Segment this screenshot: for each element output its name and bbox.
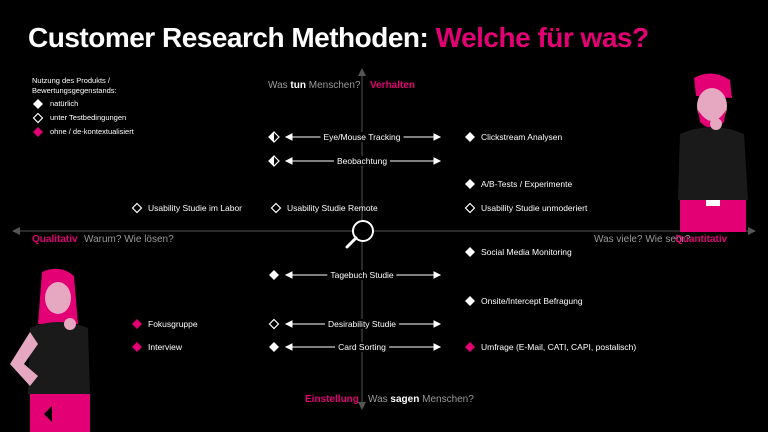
axis-right-label: Quantitativ	[675, 234, 728, 245]
method-label: Interview	[148, 342, 183, 352]
man-illustration	[678, 73, 748, 232]
method-onsite: Onsite/Intercept Befragung	[464, 295, 583, 307]
method-fokusgruppe: Fokusgruppe	[131, 318, 198, 330]
diamond-pink-icon	[132, 342, 142, 352]
legend-item-test: unter Testbedingungen	[32, 112, 142, 124]
axis-right-question: Was viele? Wie sehr?	[594, 234, 691, 245]
method-label: A/B-Tests / Experimente	[481, 179, 573, 189]
page-title: Customer Research Methoden: Welche für w…	[28, 22, 649, 54]
diamond-filled-icon	[465, 179, 475, 189]
diamond-filled-icon	[33, 99, 43, 109]
method-usability-remote: Usability Studie Remote	[270, 202, 378, 214]
method-interview: Interview	[131, 341, 182, 353]
diamond-outline-icon	[270, 202, 282, 214]
method-label: Fokusgruppe	[148, 319, 198, 329]
diamond-outline-icon	[464, 202, 476, 214]
legend: Nutzung des Produkts / Bewertungsgegenst…	[32, 76, 142, 138]
title-main: Customer Research Methoden:	[28, 22, 429, 53]
method-usability-labor: Usability Studie im Labor	[131, 202, 242, 214]
method-social-media: Social Media Monitoring	[464, 246, 572, 258]
axis-top-question: Was tun Menschen?	[268, 80, 361, 91]
method-beobachtung: Beobachtung	[333, 156, 391, 166]
diamond-filled-icon	[465, 247, 475, 257]
method-usability-unmoderiert: Usability Studie unmoderiert	[464, 202, 587, 214]
method-desirability: Desirability Studie	[324, 319, 400, 329]
diamond-filled-icon	[465, 296, 475, 306]
legend-item-decontext: ohne / de-kontextualisiert	[32, 126, 142, 138]
method-ab-tests: A/B-Tests / Experimente	[464, 178, 572, 190]
diamond-half-icon	[268, 131, 280, 143]
diamond-pink-icon	[33, 127, 43, 137]
diamond-pink-icon	[132, 319, 142, 329]
method-label: Umfrage (E-Mail, CATI, CAPI, postalisch)	[481, 342, 637, 352]
diamond-filled-icon	[269, 270, 279, 280]
legend-label: natürlich	[50, 99, 79, 108]
legend-label: ohne / de-kontextualisiert	[50, 127, 134, 136]
method-eye-tracking: Eye/Mouse Tracking	[320, 132, 404, 142]
woman-illustration	[10, 268, 90, 432]
method-label: Usability Studie im Labor	[148, 203, 243, 213]
magnifier-icon	[345, 220, 374, 249]
method-card-sorting: Card Sorting	[335, 342, 389, 352]
method-label: Clickstream Analysen	[481, 132, 563, 142]
axis-left-question: Warum? Wie lösen?	[84, 234, 174, 245]
method-label: Social Media Monitoring	[481, 247, 572, 257]
diamond-outline-icon	[131, 202, 143, 214]
diamond-outline-icon	[268, 318, 280, 330]
method-clickstream: Clickstream Analysen	[464, 131, 562, 143]
method-umfrage: Umfrage (E-Mail, CATI, CAPI, postalisch)	[464, 341, 636, 353]
axis-bottom-label: Einstellung	[305, 394, 359, 405]
legend-item-natural: natürlich	[32, 98, 142, 110]
method-label: Onsite/Intercept Befragung	[481, 296, 583, 306]
diamond-pink-icon	[465, 342, 475, 352]
axis-bottom-question: Was sagen Menschen?	[368, 394, 474, 405]
diamond-outline-icon	[32, 112, 44, 124]
legend-label: unter Testbedingungen	[50, 113, 127, 122]
legend-heading: Nutzung des Produkts / Bewertungsgegenst…	[32, 76, 117, 95]
method-label: Usability Studie unmoderiert	[481, 203, 588, 213]
diamond-filled-icon	[465, 132, 475, 142]
axis-left-label: Qualitativ	[32, 234, 78, 245]
diamond-half-icon	[268, 155, 280, 167]
axis-top-label: Verhalten	[370, 80, 416, 91]
title-accent: Welche für was?	[435, 22, 649, 53]
method-tagebuch: Tagebuch Studie	[327, 270, 397, 280]
method-label: Usability Studie Remote	[287, 203, 378, 213]
diamond-filled-icon	[269, 342, 279, 352]
